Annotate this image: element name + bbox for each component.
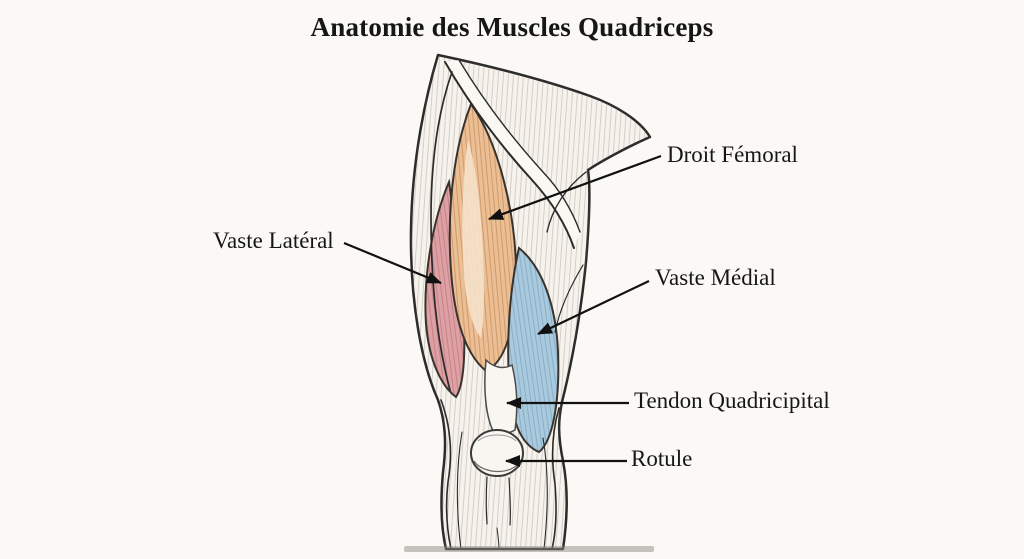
label-vaste-lateral: Vaste Latéral (213, 228, 334, 253)
diagram-title: Anatomie des Muscles Quadriceps (310, 12, 714, 42)
label-rotule: Rotule (631, 446, 693, 471)
tan-highlight (462, 140, 484, 338)
patella (470, 429, 524, 477)
arrow-droit-femoral (488, 154, 662, 221)
muscle-contour-lines (430, 59, 587, 550)
label-tendon-quadricipital: Tendon Quadricipital (634, 388, 830, 413)
arrow-vaste-medial (537, 280, 650, 335)
ground-shadow (404, 546, 654, 552)
quadriceps-tendon (484, 358, 518, 434)
label-vaste-medial: Vaste Médial (655, 265, 776, 290)
label-droit-femoral: Droit Fémoral (667, 142, 798, 167)
arrow-vaste-lateral (343, 241, 442, 285)
droit-femoral-muscle (448, 101, 518, 373)
sartorius-band (445, 60, 580, 248)
annotation-arrows (343, 154, 662, 467)
